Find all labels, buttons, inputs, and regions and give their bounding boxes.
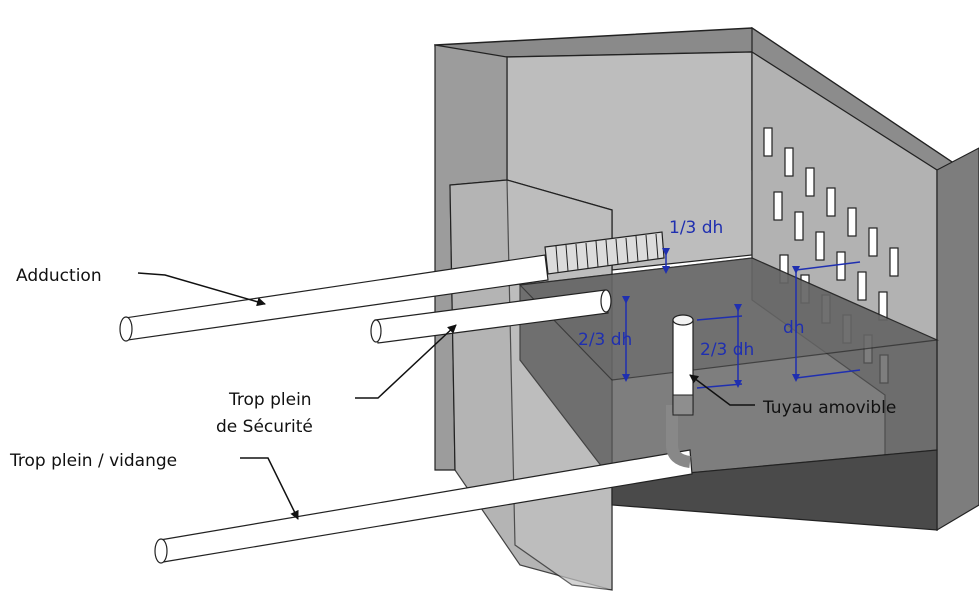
- dim-two-thirds-right: 2/3 dh: [700, 340, 754, 360]
- adduction-pipe: [119, 231, 665, 342]
- label-trop-plein-vidange: Trop plein / vidange: [9, 451, 177, 471]
- dim-two-thirds-left: 2/3 dh: [578, 330, 632, 350]
- dimension-lines: [622, 248, 861, 389]
- label-trop-plein-securite-2: de Sécurité: [216, 417, 313, 437]
- dim-one-third: 1/3 dh: [669, 218, 723, 238]
- label-adduction: Adduction: [16, 266, 102, 286]
- trop-plein-securite-pipe: [370, 289, 612, 344]
- label-tuyau-amovible: Tuyau amovible: [762, 398, 896, 418]
- tuyau-amovible: [672, 314, 694, 416]
- trop-plein-vidange-pipe: [154, 405, 693, 564]
- dim-full: dh: [783, 318, 805, 338]
- label-trop-plein-securite-1: Trop plein: [228, 390, 312, 410]
- leader-lines: [137, 272, 755, 520]
